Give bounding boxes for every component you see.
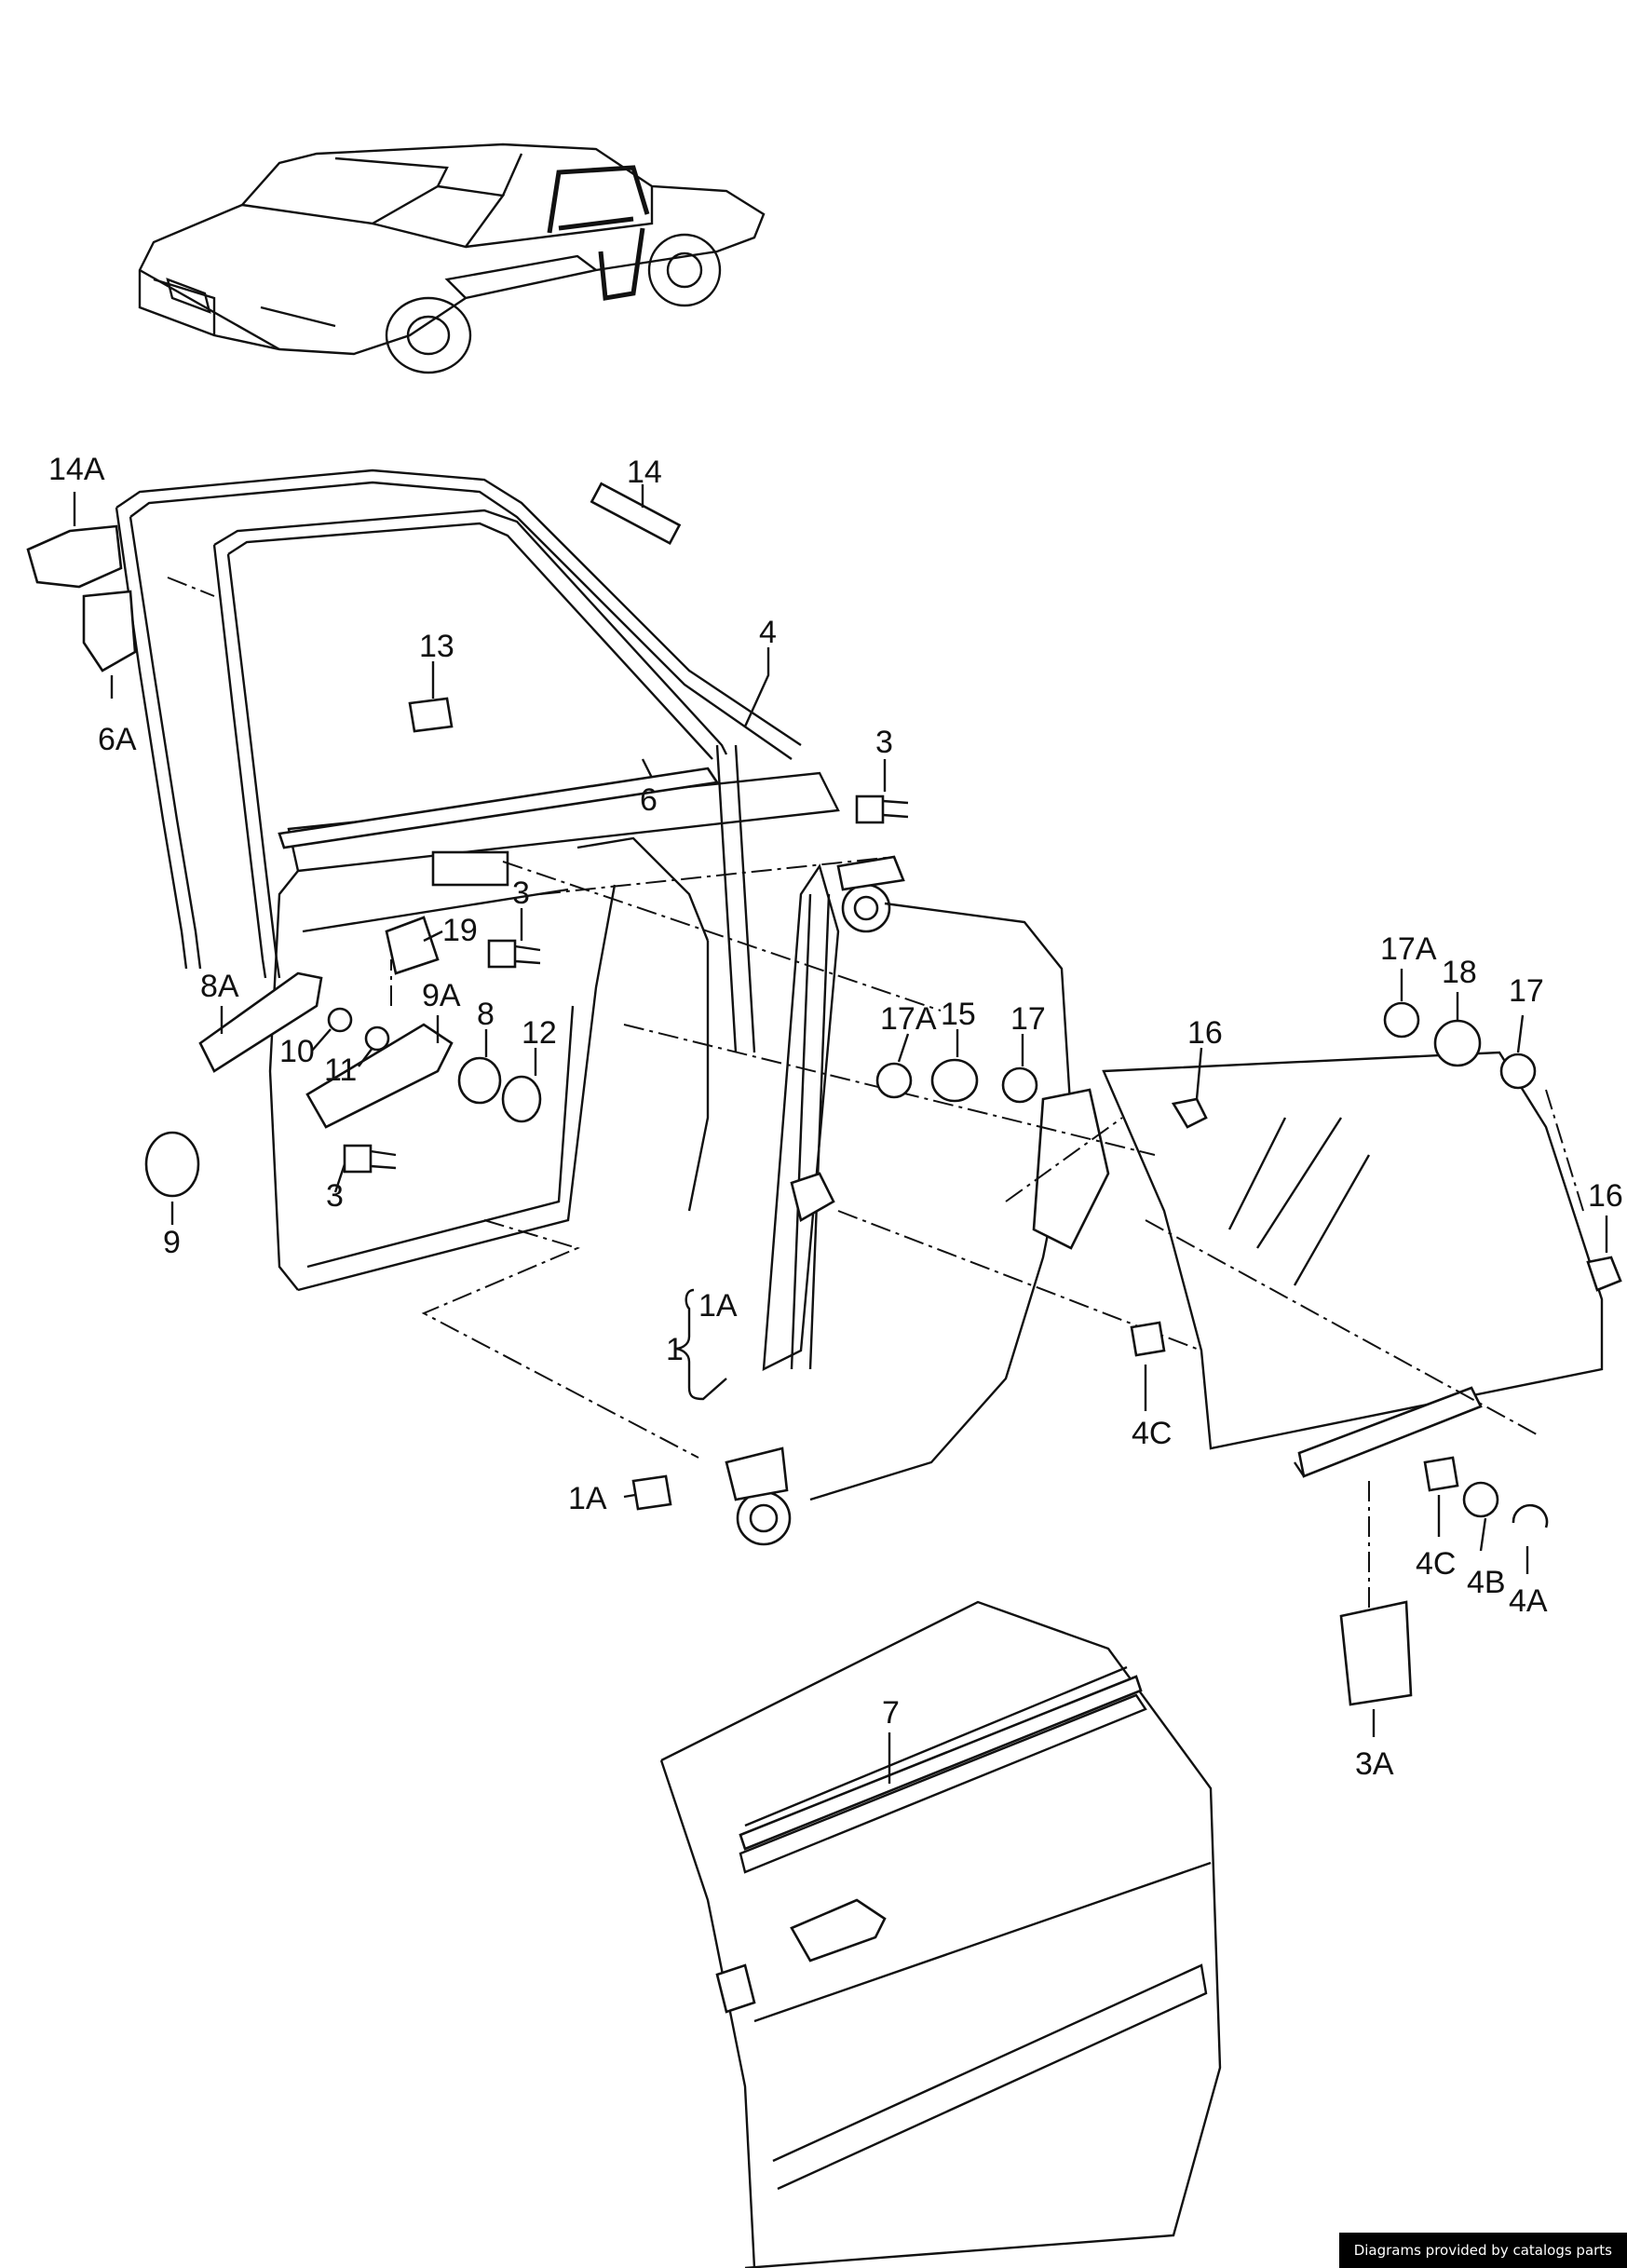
- callout-17A-right: 17A: [1380, 931, 1437, 967]
- window-glass: [1102, 1051, 1604, 1478]
- part-19-clip: [385, 916, 440, 975]
- callout-17-right: 17: [1509, 973, 1544, 1009]
- part-4A-clip: [1512, 1503, 1549, 1528]
- callout-8A: 8A: [200, 969, 239, 1004]
- part-11-ring: [364, 1025, 390, 1052]
- callout-3A: 3A: [1355, 1746, 1394, 1782]
- door-frame-seal: [115, 469, 802, 1053]
- part-9A-handle: [305, 1023, 454, 1129]
- callout-leaders: [73, 484, 1608, 1784]
- door-inner-panel: [268, 771, 840, 1292]
- callout-11: 11: [324, 1053, 357, 1088]
- callout-labels: 14A 14 13 4 6A 6 3 3 3 19 8A 9A 8 10 11 …: [48, 452, 1623, 1782]
- credit-badge: Diagrams provided by catalogs parts: [1338, 2233, 1627, 2268]
- car-overview-drawing: [138, 143, 766, 374]
- callout-4A: 4A: [1509, 1583, 1548, 1619]
- part-17A-18-17-right: [1383, 1001, 1537, 1090]
- part-9-knob: [144, 1131, 200, 1198]
- callout-17A-left: 17A: [880, 1001, 937, 1037]
- callout-3-middle: 3: [512, 876, 530, 911]
- window-regulator: [725, 855, 1110, 1546]
- callout-9: 9: [163, 1225, 181, 1260]
- part-7-seal-strip: [739, 1675, 1143, 1851]
- part-4B-washer: [1462, 1481, 1499, 1518]
- callout-6A: 6A: [98, 722, 137, 757]
- callout-12: 12: [522, 1015, 557, 1051]
- callout-9A: 9A: [422, 978, 461, 1013]
- callout-16-right: 16: [1588, 1178, 1623, 1214]
- part-4C-bush: [1423, 1456, 1459, 1492]
- part-12-spacer: [501, 1075, 542, 1123]
- part-3A-bracket: [1339, 1600, 1413, 1706]
- part-17A-15-17-left: [875, 1058, 1038, 1104]
- part-6-strip: [278, 767, 720, 849]
- callout-19: 19: [442, 913, 478, 948]
- callout-16-top: 16: [1187, 1015, 1223, 1051]
- callout-3-lower: 3: [326, 1178, 344, 1214]
- part-13-clip: [408, 697, 454, 733]
- callout-1A: 1A: [568, 1481, 607, 1516]
- callout-14: 14: [627, 455, 662, 490]
- callout-3-upper: 3: [875, 725, 893, 760]
- part-3-screw-lower: [343, 1144, 397, 1174]
- part-10-washer: [327, 1007, 353, 1033]
- callout-13: 13: [419, 629, 454, 664]
- callout-15: 15: [941, 997, 976, 1032]
- part-8-bushing: [457, 1056, 502, 1105]
- outer-door-skin: [659, 1600, 1222, 2268]
- callout-8: 8: [477, 997, 495, 1032]
- part-14-pad: [590, 482, 682, 546]
- part-1A-clip: [631, 1474, 672, 1511]
- part-16-pin-top: [1171, 1097, 1208, 1129]
- callout-1: 1: [666, 1332, 684, 1367]
- callout-7: 7: [882, 1695, 900, 1731]
- callout-18: 18: [1442, 955, 1477, 990]
- part-3-screw-middle: [487, 939, 541, 969]
- callout-4C-glass: 4C: [1132, 1416, 1172, 1451]
- callout-10: 10: [279, 1034, 315, 1069]
- callout-6: 6: [640, 782, 658, 818]
- callout-4B: 4B: [1467, 1565, 1506, 1600]
- part-16-pin-right: [1586, 1256, 1622, 1292]
- callout-4: 4: [759, 615, 777, 650]
- part-3-screw-upper: [855, 794, 909, 824]
- callout-1A-group: 1A: [698, 1288, 738, 1324]
- callout-14A: 14A: [48, 452, 105, 487]
- callout-4C: 4C: [1416, 1546, 1456, 1582]
- callout-17-left: 17: [1010, 1001, 1046, 1037]
- part-14A-bracket: [26, 524, 137, 672]
- part-4C-bush-glass: [1130, 1321, 1166, 1357]
- part-8A-crank: [198, 971, 323, 1073]
